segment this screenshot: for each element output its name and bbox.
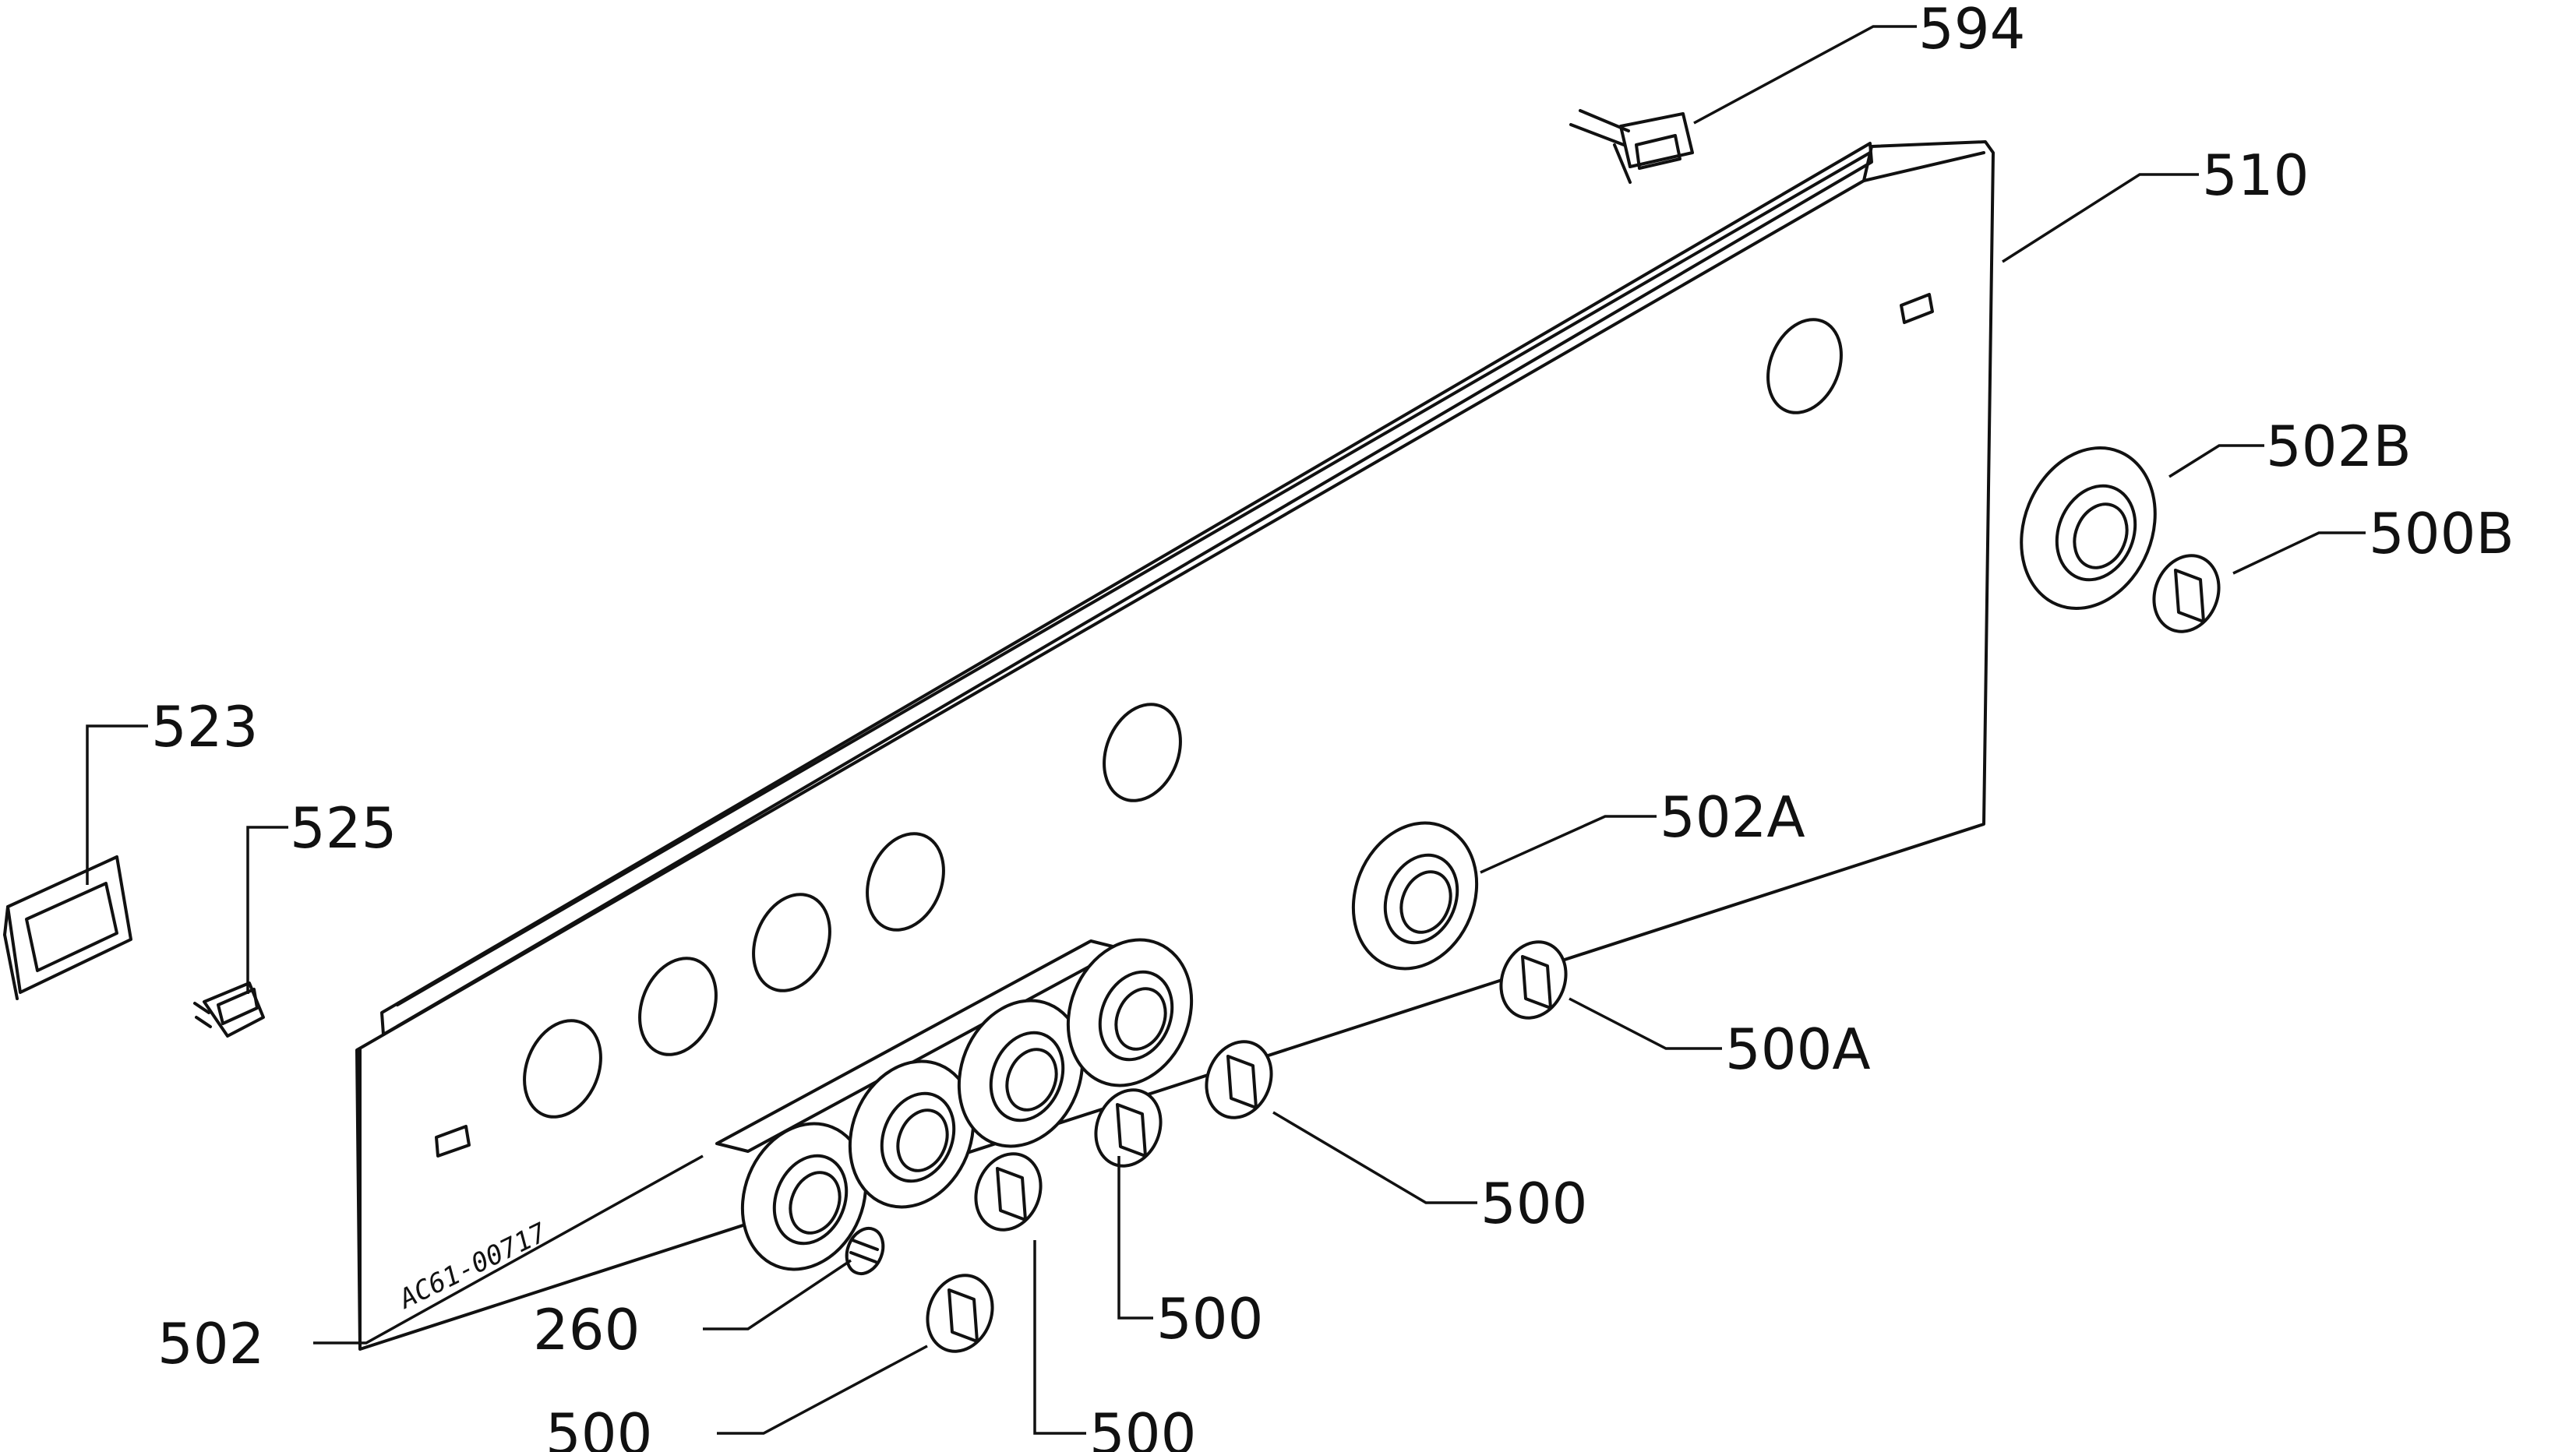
- label-510: 510: [2202, 143, 2309, 208]
- label-525: 525: [290, 795, 397, 861]
- bezel-rings-502: [740, 938, 1194, 1271]
- label-500-middle: 500: [1156, 1286, 1263, 1352]
- label-260: 260: [533, 1297, 640, 1362]
- indicator-frame-523: [3, 855, 132, 1000]
- control-panel-510: AC61-00717: [355, 140, 1995, 1351]
- label-500a: 500A: [1725, 1017, 1871, 1082]
- label-502: 502: [157, 1311, 264, 1376]
- switch-594: [1569, 109, 1694, 184]
- spring-260: [845, 1226, 885, 1276]
- callout-labels: 594 510 502B 500B 523 525 502A 500A 500 …: [151, 0, 2514, 1452]
- label-594: 594: [1918, 0, 2025, 62]
- leader-lines: [86, 25, 2366, 1435]
- label-500-right: 500: [1480, 1171, 1587, 1236]
- label-500-bottom-left: 500: [545, 1401, 652, 1452]
- label-502b: 502B: [2266, 414, 2412, 479]
- bezel-ring-502b: [2020, 446, 2157, 610]
- bezel-ring-502a: [1351, 821, 1479, 971]
- label-523: 523: [151, 694, 258, 759]
- label-500b: 500B: [2369, 501, 2514, 566]
- label-500-bottom-right: 500: [1089, 1401, 1196, 1452]
- knob-500b: [2152, 554, 2221, 633]
- knob-500a: [1499, 940, 1568, 1020]
- lamp-holder-525: [193, 982, 265, 1038]
- knobs-500: [926, 1040, 1273, 1353]
- label-502a: 502A: [1660, 784, 1805, 850]
